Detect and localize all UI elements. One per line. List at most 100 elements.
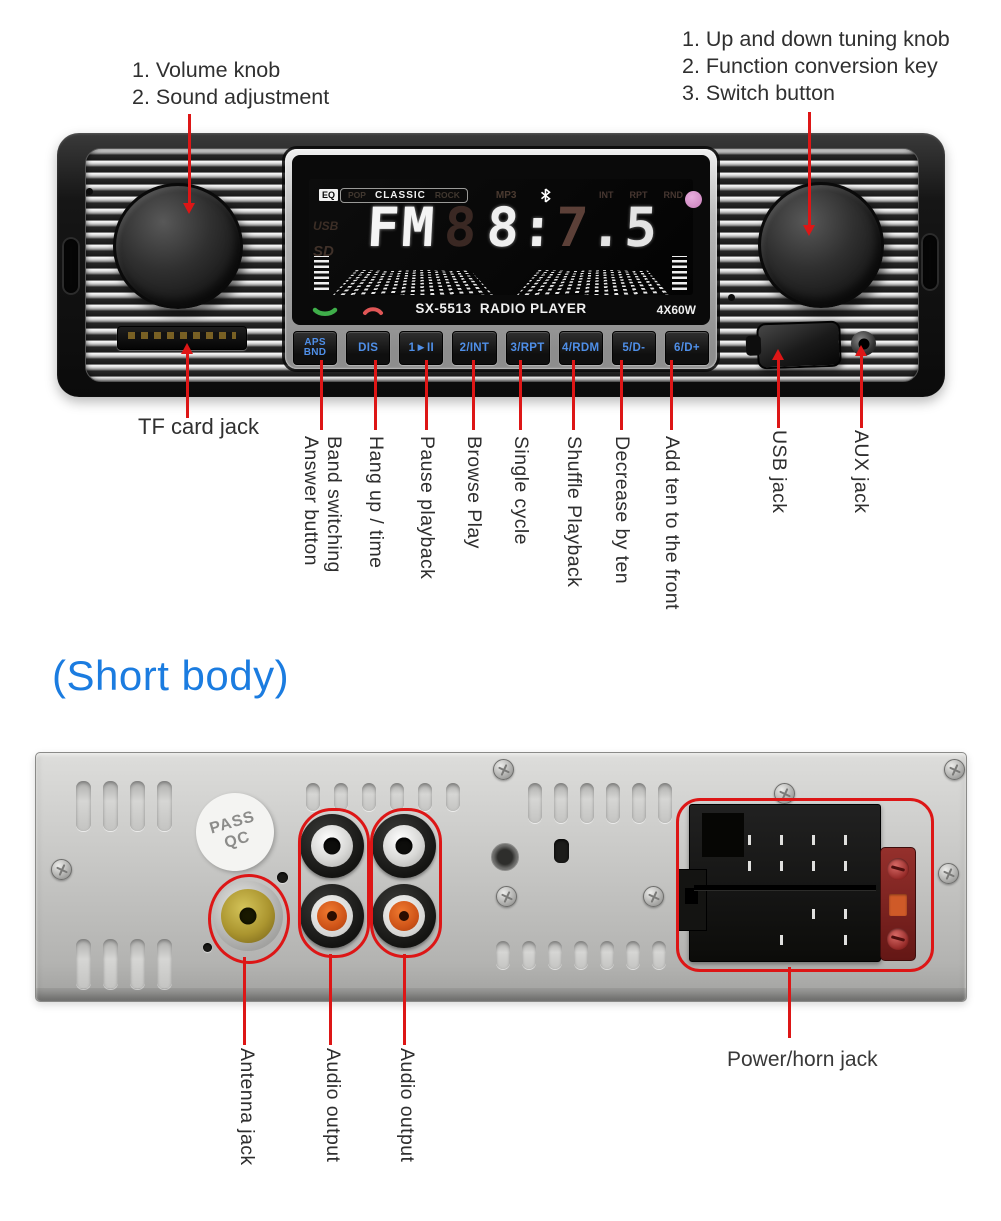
connector-pin — [780, 935, 783, 945]
shuffle-playback-label: Shuffle Playback — [563, 436, 585, 588]
pointer-line-button — [374, 360, 377, 430]
radio-rear-panel: PASS QC — [35, 752, 967, 1002]
volume-knob-note: 1. Volume knob 2. Sound adjustment — [132, 57, 329, 111]
label-line: Band switching — [323, 436, 345, 573]
screw — [643, 886, 664, 907]
vent-slot — [632, 783, 646, 823]
pointer-line-usb — [777, 358, 780, 428]
panel-hole — [728, 294, 735, 301]
fuse-cap — [887, 928, 909, 950]
highlight-ring-power — [676, 798, 934, 972]
tuning-knob-note: 1. Up and down tuning knob 2. Function c… — [682, 26, 950, 107]
fuse-cap — [887, 858, 909, 880]
vent-slot — [130, 939, 145, 989]
front-button-row: APS BND DIS 1►II 2/INT 3/RPT 4/RDM 5/D- … — [292, 331, 710, 365]
connector-pin — [780, 835, 783, 845]
screw — [938, 863, 959, 884]
vent-slot — [496, 941, 510, 969]
audio-output-label: Audio output — [322, 1048, 344, 1163]
spectrum-bar-right — [672, 256, 687, 290]
connector-side-tab — [677, 869, 707, 931]
int-button: 2/INT — [452, 331, 497, 365]
connector-pin — [812, 835, 815, 845]
label-line: Answer button — [300, 436, 322, 566]
section-title: (Short body) — [52, 652, 290, 699]
vent-slot — [76, 939, 91, 989]
tf-card-jack-label: TF card jack — [138, 414, 260, 439]
pointer-line-button — [425, 360, 428, 430]
mp3-indicator: MP3 — [495, 189, 517, 201]
note-line: 1. Up and down tuning knob — [682, 27, 950, 51]
vent-slot — [652, 941, 666, 969]
panel-slot-hole — [554, 839, 569, 863]
vent-slot — [446, 783, 460, 811]
fuse — [889, 894, 907, 916]
pin-row — [780, 935, 847, 945]
vent-slot — [130, 781, 145, 831]
connector-pin — [844, 909, 847, 919]
pointer-line-power — [788, 967, 791, 1038]
connector-latch — [702, 813, 744, 857]
highlight-ring-antenna — [208, 874, 290, 964]
connector-pin — [812, 861, 815, 871]
pointer-line-volume — [188, 114, 191, 210]
hang-up-label: Hang up / time — [365, 436, 387, 569]
vent-slot — [103, 781, 118, 831]
pointer-line-audio — [403, 954, 406, 1045]
display-status-row: EQ POP CLASSIC ROCK MP3 INT RPT — [319, 186, 685, 204]
radio-front-panel: EQ POP CLASSIC ROCK MP3 INT RPT — [57, 133, 945, 397]
d-minus-button: 5/D- — [611, 331, 656, 365]
rear-vent-group — [76, 939, 172, 989]
connector-pin — [844, 835, 847, 845]
pointer-line-button — [670, 360, 673, 430]
freq-digit: .5 — [588, 196, 661, 259]
button-label: APS — [304, 337, 326, 348]
vent-slot — [418, 783, 432, 811]
vent-slot — [574, 941, 588, 969]
int-flag: INT — [599, 190, 614, 200]
connector-pin — [844, 861, 847, 871]
rnd-flag: RND — [663, 190, 684, 200]
spectrum-fan-left — [333, 270, 493, 295]
rpt-button: 3/RPT — [505, 331, 550, 365]
aux-jack-label: AUX jack — [850, 430, 872, 514]
pointer-line-button — [620, 360, 623, 430]
frequency-readout: FM 8 8: 7 .5 — [365, 196, 661, 259]
note-line: 2. Sound adjustment — [132, 85, 330, 109]
freq-digit-dim: 7 — [553, 196, 592, 259]
vent-slot — [522, 941, 536, 969]
vent-slot — [390, 783, 404, 811]
rear-vent-group — [306, 783, 460, 811]
answer-button-label: Answer button Band switching — [299, 436, 345, 573]
eq-badge: EQ — [319, 189, 339, 201]
browse-play-label: Browse Play — [463, 436, 485, 549]
connector-pin — [780, 861, 783, 871]
pause-playback-label: Pause playback — [416, 436, 438, 580]
ghost-digit: 8 — [442, 196, 481, 259]
antenna-jack-label: Antenna jack — [236, 1048, 258, 1166]
vent-slot — [157, 939, 172, 989]
answer-call-icon — [312, 301, 338, 321]
vent-slot — [103, 939, 118, 989]
screw — [944, 759, 965, 780]
vent-slot — [157, 781, 172, 831]
volume-knob — [113, 183, 243, 309]
vent-slot — [554, 783, 568, 823]
lcd-screen: EQ POP CLASSIC ROCK MP3 INT RPT — [309, 179, 693, 295]
pin-row — [748, 861, 847, 871]
rear-vent-group — [76, 781, 172, 831]
d-plus-button: 6/D+ — [664, 331, 709, 365]
rca-jack-white — [372, 814, 436, 878]
rdm-button: 4/RDM — [558, 331, 603, 365]
connector-pin — [748, 861, 751, 871]
pin-row — [812, 909, 847, 919]
usb-port-cover — [756, 320, 842, 370]
screw — [496, 886, 517, 907]
band-text: FM — [365, 196, 438, 259]
panel-hole — [277, 872, 288, 883]
spectrum-bar-left — [314, 256, 329, 290]
usb-jack-label: USB jack — [768, 430, 790, 514]
product-name: RADIO PLAYER — [479, 301, 587, 316]
connector-pin — [748, 835, 751, 845]
